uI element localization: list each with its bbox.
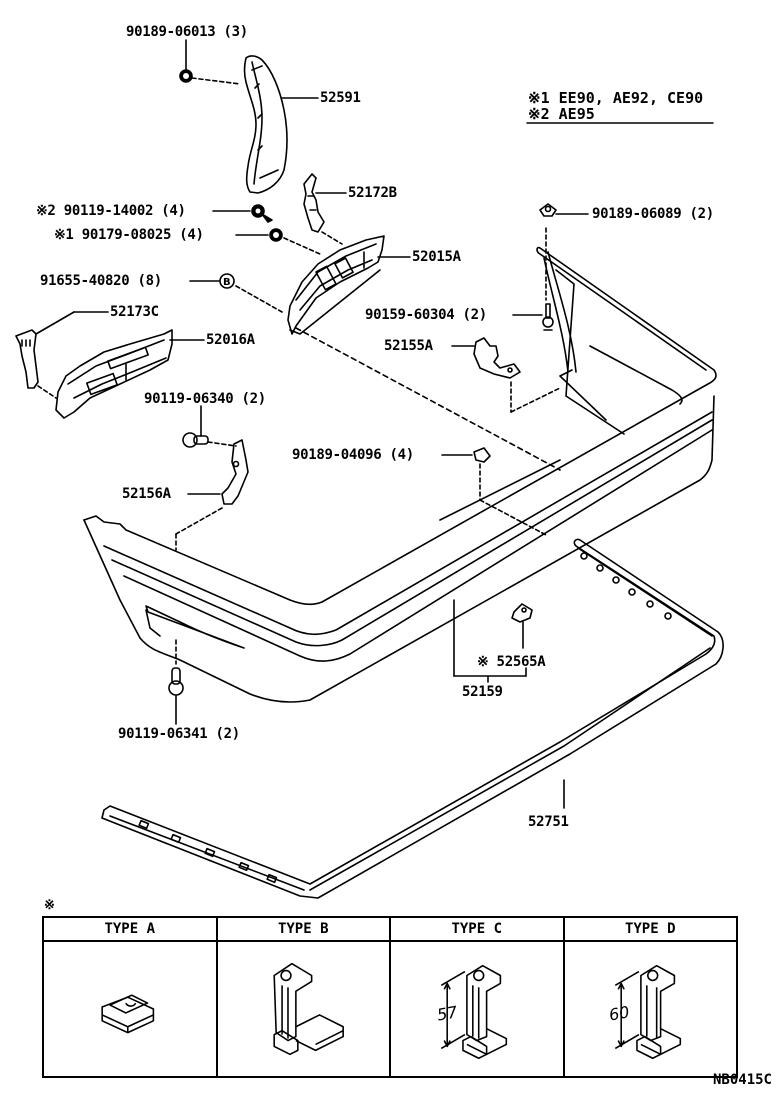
dash-90189-06013 — [191, 77, 241, 85]
label-90159-60304[interactable]: 90159-60304 (2) — [365, 307, 487, 323]
label-52172B[interactable]: 52172B — [348, 185, 397, 201]
dash-90119-06340 — [207, 441, 237, 447]
dash-52173C — [37, 385, 57, 399]
part-52591-side-cover[interactable] — [243, 55, 288, 194]
model-note-1: ※1 EE90, AE92, CE90 — [528, 90, 703, 107]
part-52159-bumper-cover[interactable] — [83, 246, 717, 703]
label-52016A[interactable]: 52016A — [206, 332, 255, 348]
label-52591[interactable]: 52591 — [320, 90, 361, 106]
label-52155A[interactable]: 52155A — [384, 338, 433, 354]
label-52751[interactable]: 52751 — [528, 814, 569, 830]
nut-90189-04096[interactable] — [473, 447, 491, 463]
bolt-90119-14002[interactable] — [251, 204, 273, 223]
clip-type-c-dimension: 57 — [435, 1002, 459, 1025]
dash-52172B — [321, 231, 343, 245]
label-90189-04096[interactable]: 90189-04096 (4) — [292, 447, 414, 463]
label-91655-40820[interactable]: 91655-40820 (8) — [40, 273, 162, 289]
part-52751-molding[interactable] — [101, 538, 724, 899]
legend-type-d-illustration: 60 — [565, 942, 737, 1076]
legend-type-c: TYPE C 57 — [391, 918, 565, 1076]
bolt-90119-06341[interactable] — [168, 667, 184, 696]
label-90119-14002[interactable]: ※2 90119-14002 (4) — [36, 203, 186, 219]
part-52155A-bracket[interactable] — [473, 337, 521, 379]
bolt-90159-60304[interactable] — [542, 303, 554, 331]
label-90189-06089[interactable]: 90189-06089 (2) — [592, 206, 714, 222]
label-52159[interactable]: 52159 — [462, 684, 503, 700]
part-52015A-retainer[interactable] — [287, 235, 385, 335]
clip-type-d-dimension: 60 — [607, 1002, 631, 1025]
legend-type-c-illustration: 57 — [391, 942, 563, 1076]
legend-type-b-label: TYPE B — [217, 918, 389, 942]
dash-52156A — [175, 507, 223, 535]
label-90119-06341[interactable]: 90119-06341 (2) — [118, 726, 240, 742]
clip-91655-40820-marker: B — [223, 277, 231, 288]
model-note-2: ※2 AE95 — [528, 106, 595, 123]
dash-52155A-b — [510, 387, 561, 413]
legend-type-a-label: TYPE A — [44, 918, 216, 942]
label-52173C[interactable]: 52173C — [110, 304, 159, 320]
model-note-2-mark: ※2 — [528, 105, 550, 123]
bolt-90119-06340[interactable] — [182, 432, 209, 448]
clip-52565A[interactable] — [511, 603, 533, 623]
part-52156A-bracket[interactable] — [221, 439, 249, 505]
legend-type-d-label: TYPE D — [564, 918, 736, 942]
label-52156A[interactable]: 52156A — [122, 486, 171, 502]
label-90179-08025[interactable]: ※1 90179-08025 (4) — [54, 227, 204, 243]
clip-type-d-icon — [614, 964, 681, 1060]
drawing-code: NB0415C — [712, 1072, 772, 1088]
nut-90179-08025[interactable] — [269, 228, 283, 242]
legend-mark: ※ — [44, 898, 55, 913]
part-52172B-bracket[interactable] — [303, 173, 325, 233]
label-52015A[interactable]: 52015A — [412, 249, 461, 265]
dash-90179-08025 — [283, 237, 321, 255]
part-52016A-retainer[interactable] — [55, 329, 173, 419]
dash-52015A-to-bumper — [295, 327, 561, 471]
clip-type-c-icon — [440, 964, 508, 1060]
legend-type-c-label: TYPE C — [391, 918, 563, 942]
clip-91655-40820[interactable] — [219, 273, 235, 289]
clip-type-b-icon — [272, 962, 344, 1056]
dash-91655-40820 — [235, 285, 283, 313]
label-52565A[interactable]: ※ 52565A — [477, 654, 546, 670]
nut-90189-06089[interactable] — [539, 203, 557, 217]
model-note-1-mark: ※1 — [528, 89, 550, 107]
legend-type-a-illustration — [44, 942, 216, 1076]
clip-type-a-icon — [101, 994, 155, 1034]
label-90119-06340[interactable]: 90119-06340 (2) — [144, 391, 266, 407]
label-90189-06013[interactable]: 90189-06013 (3) — [126, 24, 248, 40]
legend-type-a: TYPE A — [44, 918, 218, 1076]
dash-90189-04096-b — [479, 499, 549, 537]
part-52173C-bracket[interactable] — [15, 329, 39, 389]
model-note-2-models: AE95 — [558, 105, 595, 123]
clip-type-legend: TYPE A TYPE B — [42, 916, 738, 1078]
leader-52173C — [35, 311, 75, 335]
legend-type-b: TYPE B — [217, 918, 391, 1076]
legend-type-d: TYPE D 60 — [564, 918, 737, 1076]
legend-type-b-illustration — [218, 942, 390, 1076]
model-note-1-models: EE90, AE92, CE90 — [558, 89, 704, 107]
